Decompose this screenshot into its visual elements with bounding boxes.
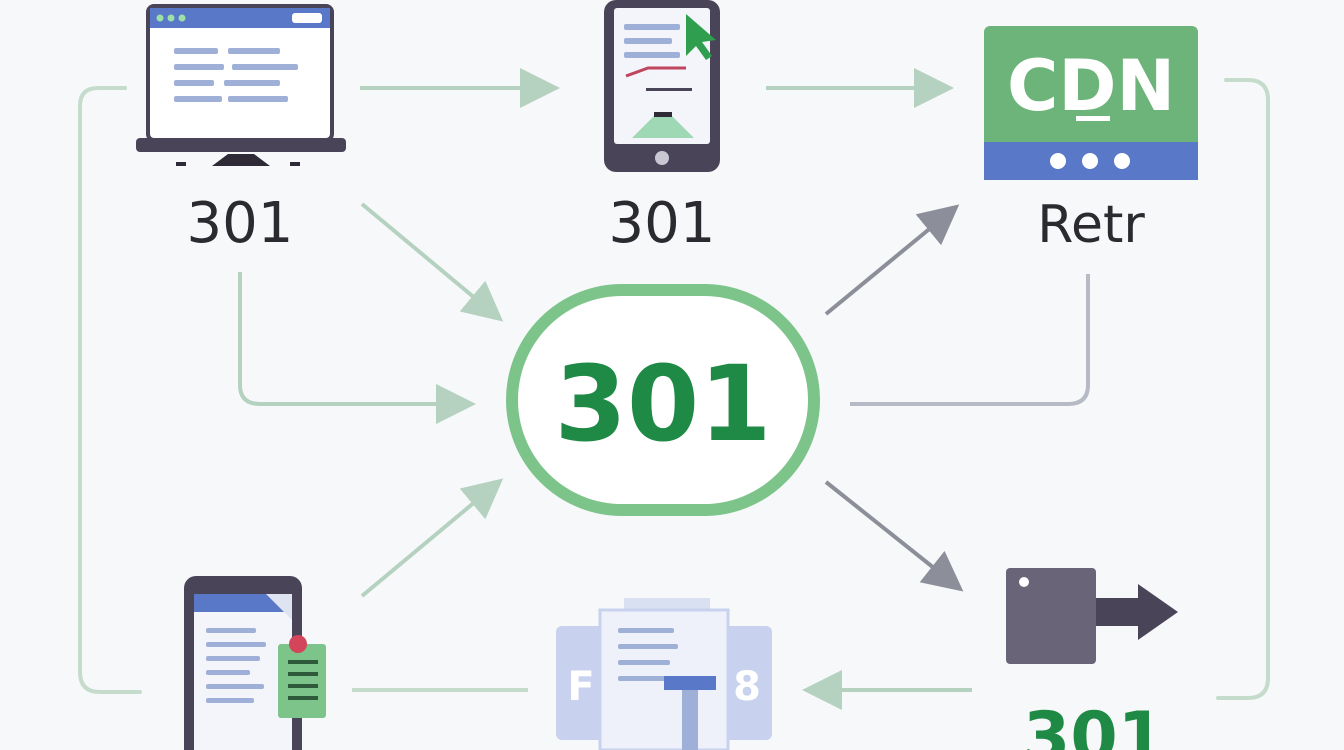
- arrow-center-to-redirect: [824, 480, 964, 592]
- central-status-code: 301: [554, 343, 771, 465]
- arrow-phone-to-center: [360, 478, 504, 598]
- laptop-label: 301: [187, 191, 294, 256]
- arrow-center-to-cdn: [824, 204, 960, 316]
- cdn-logo-text: CDN: [1007, 45, 1175, 127]
- central-status-node: [506, 284, 820, 516]
- server-files-icon: F 8: [556, 598, 772, 750]
- redirect-label: 301: [1023, 698, 1165, 750]
- arrow-laptop-to-center-diagonal: [360, 202, 504, 322]
- tablet-label: 301: [609, 191, 716, 256]
- arrow-laptop-to-center-elbow: [238, 272, 476, 424]
- right-loop-connector: [1216, 78, 1270, 700]
- cursor-icon: [686, 14, 716, 60]
- left-loop-connector: [78, 86, 142, 694]
- svg-text:F: F: [567, 664, 594, 710]
- redirect-arrow-icon: [1006, 568, 1178, 664]
- tablet-icon: [604, 0, 720, 172]
- laptop-icon: [136, 4, 346, 166]
- cdn-icon: CDN: [984, 26, 1198, 180]
- phone-icon: [184, 576, 302, 750]
- connector-cdn-to-center: [850, 274, 1090, 406]
- document-icon: [278, 635, 326, 718]
- cdn-label: Retr: [1037, 195, 1145, 255]
- svg-text:8: 8: [733, 664, 761, 710]
